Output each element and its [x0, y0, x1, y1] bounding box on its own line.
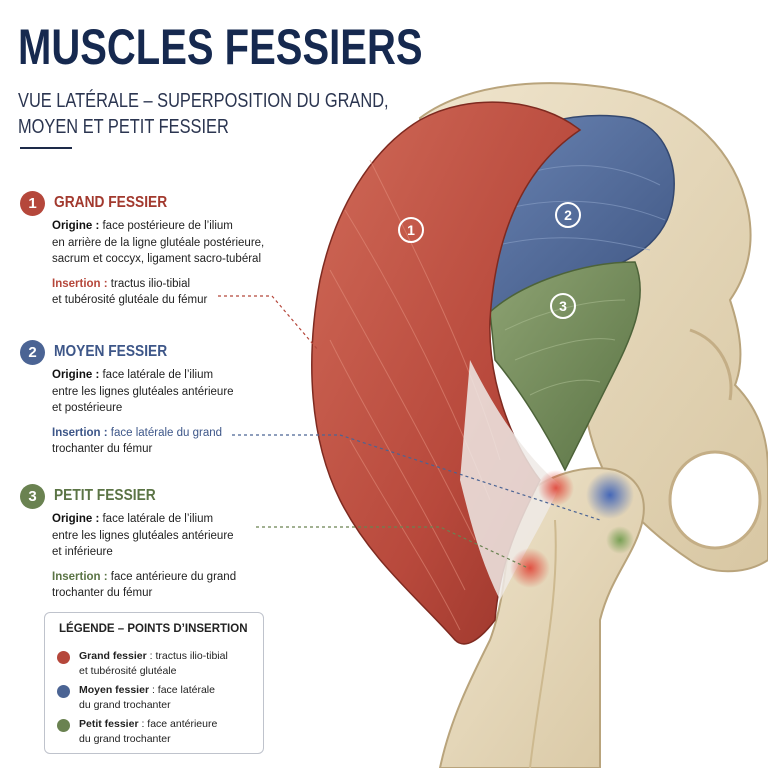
muscle-section-moyen: 2 MOYEN FESSIER Origine : face latérale … — [20, 339, 320, 458]
muscle-name: GRAND FESSIER — [54, 194, 168, 211]
legend-dot-green — [57, 719, 70, 732]
insertion-label: Insertion : — [52, 570, 108, 583]
section-header: 3 PETIT FESSIER — [20, 483, 320, 509]
marker-3-label: 3 — [559, 298, 567, 314]
legend-item-moyen: Moyen fessier : face latérale du grand t… — [57, 683, 215, 713]
leader-lines — [218, 295, 601, 569]
title-divider — [20, 147, 72, 149]
legend-text: Grand fessier : tractus ilio-tibial et t… — [79, 649, 228, 679]
marker-1-label: 1 — [407, 222, 415, 238]
origin-line-1: face postérieure de l’ilium — [99, 220, 233, 232]
legend-rest-2: du grand trochanter — [79, 699, 171, 711]
femur-bone — [438, 467, 645, 768]
page-subtitle: VUE LATÉRALE – SUPERPOSITION DU GRAND, M… — [18, 88, 389, 140]
insertion-text: Insertion : face antérieure du grand tro… — [52, 569, 320, 602]
subtitle-line-2: MOYEN ET PETIT FESSIER — [18, 116, 229, 138]
insertion-label: Insertion : — [52, 426, 108, 439]
insertion-line-1: tractus ilio-tibial — [107, 277, 191, 290]
gluteus-minimus — [489, 261, 641, 472]
origin-line-3: sacrum et coccyx, ligament sacro-tubéral — [52, 253, 261, 265]
gluteus-maximus — [311, 101, 582, 645]
section-header: 1 GRAND FESSIER — [20, 190, 320, 216]
legend-dot-red — [57, 651, 70, 664]
number-badge: 3 — [20, 483, 45, 509]
origin-line-3: et postérieure — [52, 402, 123, 414]
muscle-marker-2: 2 — [555, 202, 581, 228]
muscle-name: MOYEN FESSIER — [54, 343, 168, 360]
origin-line-2: en arrière de la ligne glutéale postérie… — [52, 236, 265, 249]
legend-bold: Petit fessier — [79, 718, 139, 730]
marker-2-label: 2 — [564, 207, 572, 223]
legend-rest-2: et tubérosité glutéale — [79, 665, 177, 677]
insertion-text: Insertion : tractus ilio-tibial et tubér… — [52, 276, 320, 309]
leader-line-moyen — [232, 434, 601, 521]
legend-item-petit: Petit fessier : face antérieure du grand… — [57, 717, 217, 747]
page-title: MUSCLES FESSIERS — [18, 19, 423, 75]
origin-line-2: entre les lignes glutéales antérieure — [52, 529, 234, 542]
muscle-marker-1: 1 — [398, 217, 424, 243]
legend-rest-2: du grand trochanter — [79, 733, 171, 745]
insertion-spot-petit — [606, 526, 634, 554]
legend-title: LÉGENDE – POINTS D’INSERTION — [59, 623, 248, 635]
origin-text: Origine : face postérieure de l’ilium en… — [52, 218, 320, 268]
legend-box: LÉGENDE – POINTS D’INSERTION Grand fessi… — [44, 612, 264, 754]
number-badge: 2 — [20, 339, 45, 365]
legend-text: Petit fessier : face antérieure du grand… — [79, 717, 217, 747]
section-header: 2 MOYEN FESSIER — [20, 339, 320, 365]
insertion-line-1: face antérieure du grand — [107, 570, 237, 583]
origin-line-1: face latérale de l’ilium — [99, 513, 214, 525]
insertion-spot-moyen — [586, 471, 634, 519]
legend-bold: Grand fessier — [79, 650, 147, 662]
insertion-line-2: et tubérosité glutéale du fémur — [52, 294, 208, 306]
legend-bold: Moyen fessier — [79, 684, 150, 696]
origin-label: Origine : — [52, 220, 100, 232]
muscle-name: PETIT FESSIER — [54, 487, 156, 504]
insertion-line-1: face latérale du grand — [107, 426, 223, 439]
muscle-section-petit: 3 PETIT FESSIER Origine : face latérale … — [20, 483, 320, 602]
leader-line-petit — [256, 526, 529, 569]
origin-line-1: face latérale de l’ilium — [99, 369, 214, 381]
origin-text: Origine : face latérale de l’ilium entre… — [52, 511, 320, 561]
origin-label: Origine : — [52, 369, 100, 381]
legend-rest-1: : face latérale — [149, 684, 215, 696]
insertion-line-2: trochanter du fémur — [52, 587, 153, 599]
insertion-line-2: trochanter du fémur — [52, 443, 153, 455]
legend-dot-blue — [57, 685, 70, 698]
origin-line-3: et inférieure — [52, 546, 113, 558]
legend-text: Moyen fessier : face latérale du grand t… — [79, 683, 215, 713]
number-badge: 1 — [20, 190, 45, 216]
insertion-spot-grand-lower — [510, 548, 550, 588]
insertion-spots — [510, 470, 634, 588]
insertion-label: Insertion : — [52, 277, 108, 290]
muscle-section-grand: 1 GRAND FESSIER Origine : face postérieu… — [20, 190, 320, 309]
insertion-spot-grand-upper — [538, 470, 574, 506]
origin-label: Origine : — [52, 513, 100, 525]
origin-line-2: entre les lignes glutéales antérieure — [52, 385, 234, 398]
insertion-text: Insertion : face latérale du grand troch… — [52, 425, 320, 458]
muscle-marker-3: 3 — [550, 293, 576, 319]
leader-line-grand — [218, 295, 319, 351]
legend-rest-1: : tractus ilio-tibial — [146, 650, 228, 662]
legend-rest-1: : face antérieure — [138, 718, 218, 730]
origin-text: Origine : face latérale de l’ilium entre… — [52, 367, 320, 417]
subtitle-line-1: VUE LATÉRALE – SUPERPOSITION DU GRAND, — [18, 90, 389, 112]
legend-item-grand: Grand fessier : tractus ilio-tibial et t… — [57, 649, 228, 679]
